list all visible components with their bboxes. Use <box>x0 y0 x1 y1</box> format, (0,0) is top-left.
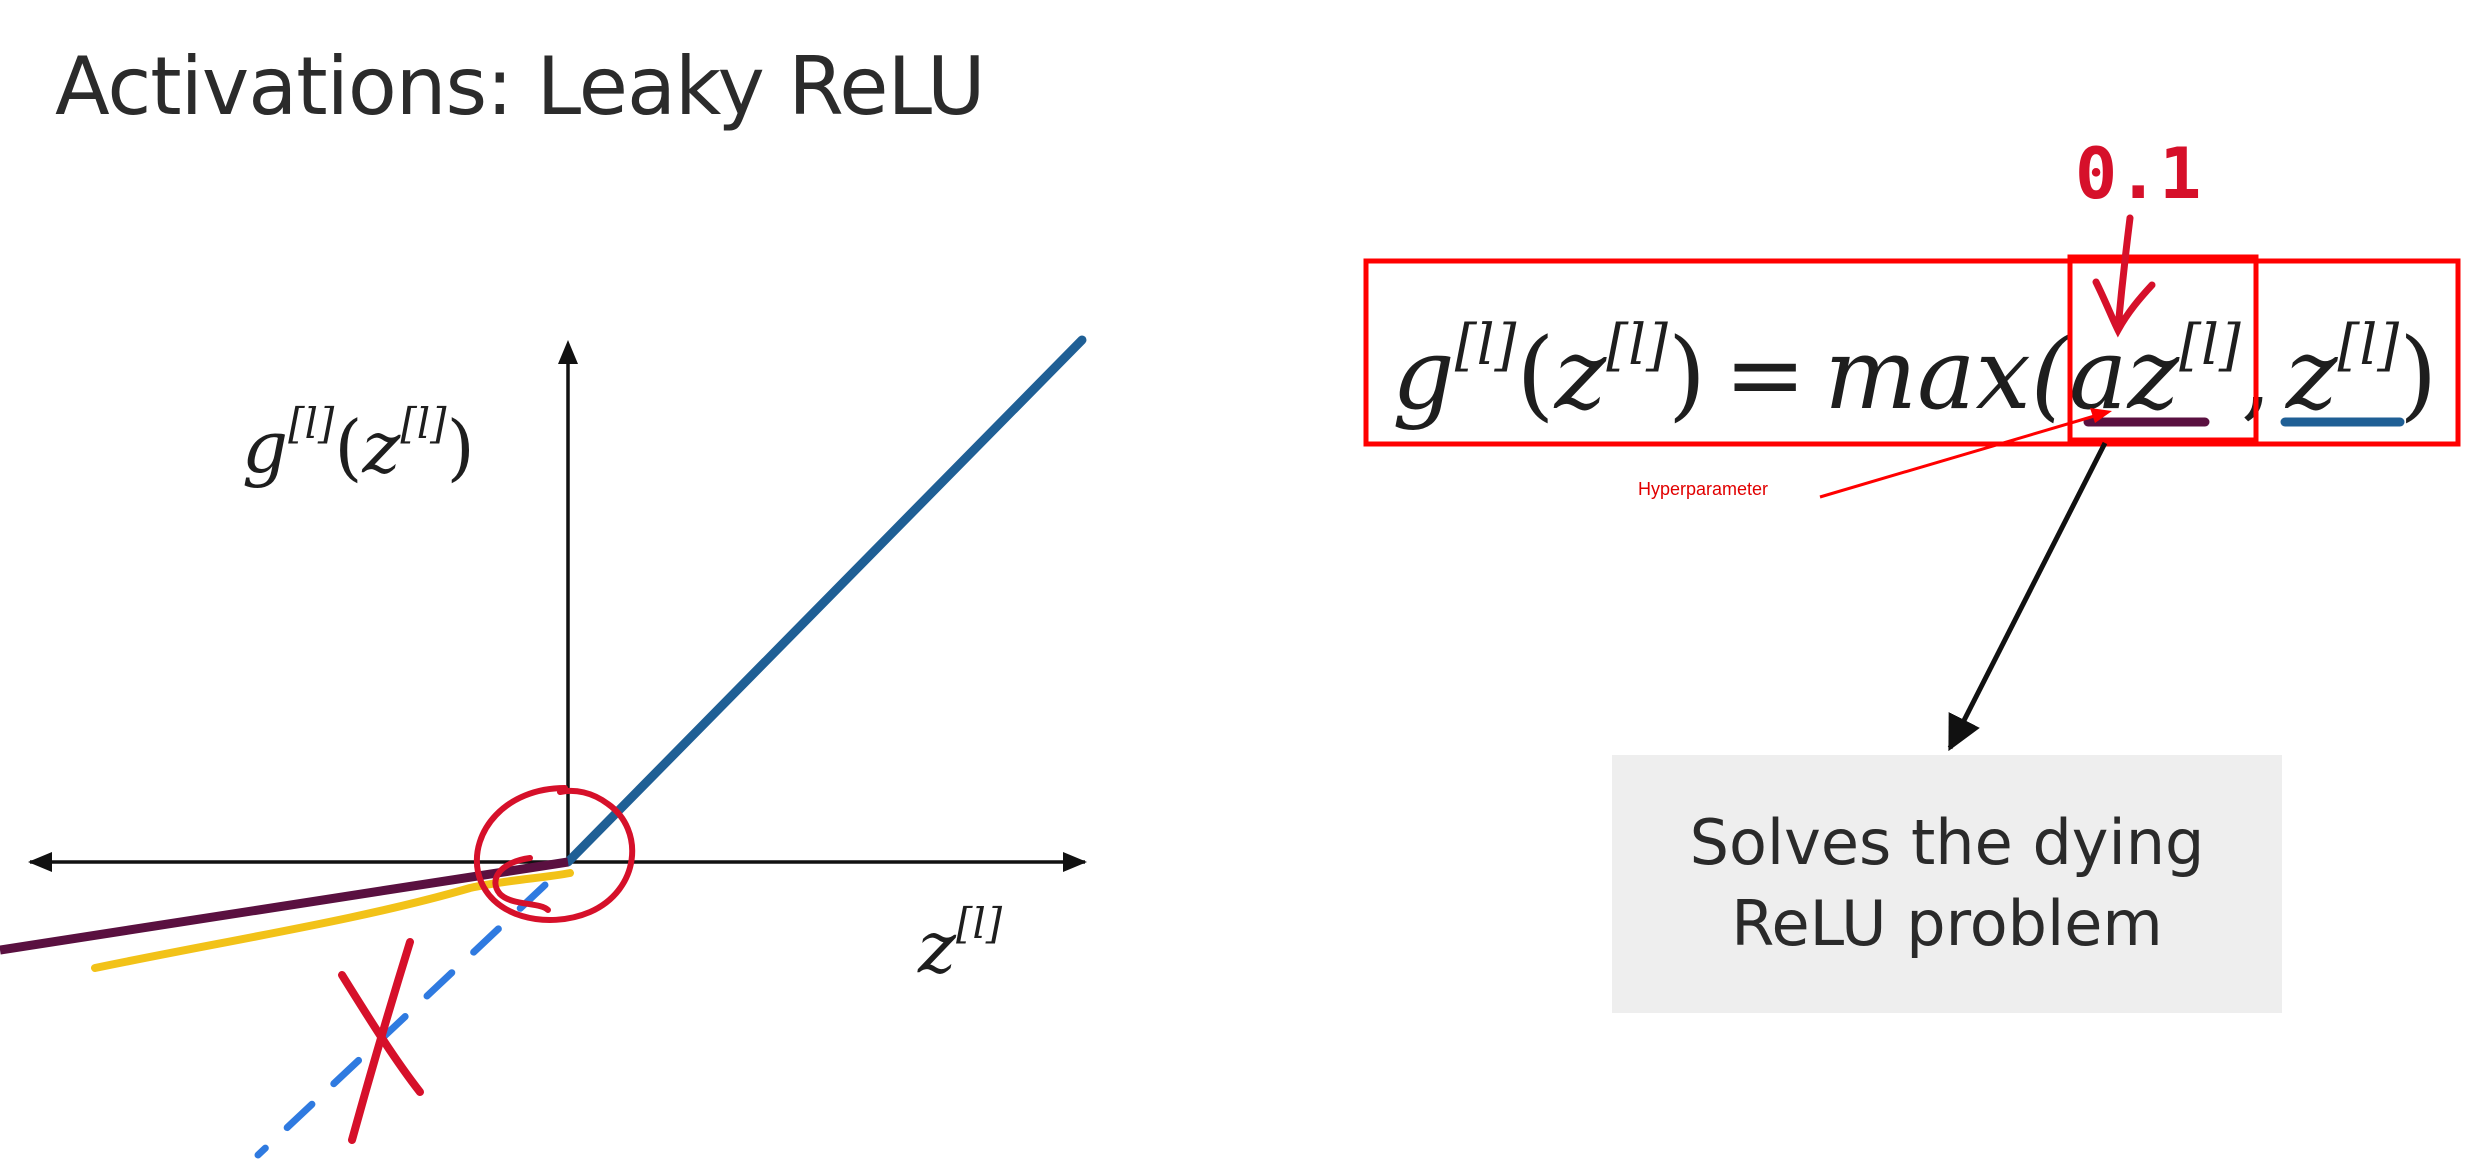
positive-relu-line <box>563 335 1087 867</box>
dashed-negative-line <box>254 881 549 1159</box>
y-axis-label: g[l](z[l]) <box>242 399 475 489</box>
leaky-negative-line <box>0 857 569 955</box>
handwritten-down-arrow <box>2092 214 2156 338</box>
red-circle-origin <box>473 785 636 923</box>
x-axis-arrow-left <box>28 852 52 872</box>
note-text: Solves the dying ReLU problem <box>1689 806 2205 960</box>
az-term-box <box>2067 254 2259 443</box>
note-pointer-arrow <box>1947 441 2108 752</box>
formula: g[l](z[l])=max(az[l],z[l]) <box>1392 313 2437 432</box>
formula-box <box>1363 258 2461 447</box>
handwritten-value: 0.1 <box>2075 133 2201 215</box>
red-curl-arrow <box>492 855 551 913</box>
slide-title: Activations: Leaky ReLU <box>55 40 986 133</box>
y-axis-arrow-up <box>558 340 578 364</box>
x-axis-arrow-right <box>1063 852 1087 872</box>
yellow-highlight-stroke <box>91 869 574 972</box>
hyperparameter-pointer <box>1819 410 2109 499</box>
red-x-mark-2 <box>348 938 414 1144</box>
hyperparameter-label: Hyperparameter <box>1638 479 1769 499</box>
hyperparameter-pointer-head <box>2090 408 2112 423</box>
x-axis-label: z[l] <box>917 899 1003 989</box>
note-box: Solves the dying ReLU problem <box>1612 755 2282 1013</box>
